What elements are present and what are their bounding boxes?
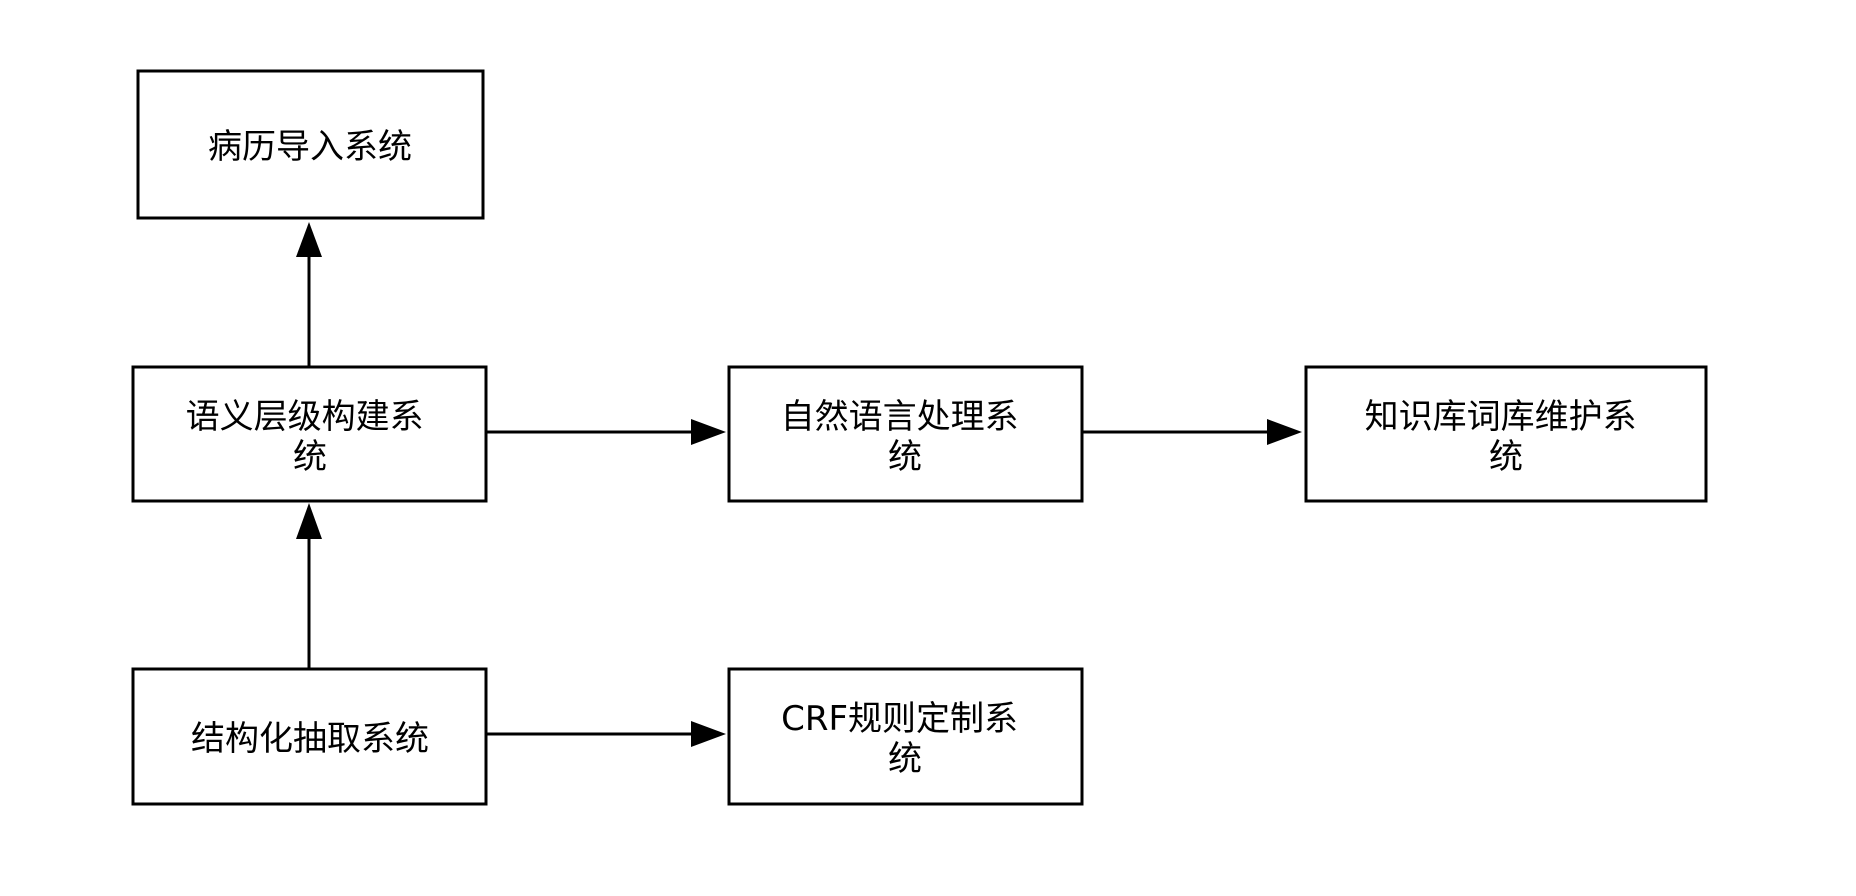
- node-kb-maintenance[interactable]: 知识库词库维护系 统: [1304, 365, 1708, 503]
- node-record-import-label: 病历导入系统: [208, 127, 412, 167]
- node-structured-extraction-label: 结构化抽取系统: [191, 719, 429, 759]
- node-crf-rules-label-line1: CRF规则定制系: [781, 699, 1018, 739]
- node-semantic-hierarchy-label: 语义层级构建系 统: [186, 397, 435, 477]
- node-crf-rules-label: CRF规则定制系 统: [781, 699, 1029, 779]
- node-structured-extraction[interactable]: 结构化抽取系统: [131, 667, 488, 806]
- node-nlp-label-line2: 统: [888, 437, 922, 477]
- node-crf-rules[interactable]: CRF规则定制系 统: [727, 667, 1084, 806]
- edge-extraction-to-crf: [486, 721, 726, 747]
- node-nlp-label-line1: 自然语言处理系: [781, 397, 1019, 437]
- node-semantic-hierarchy[interactable]: 语义层级构建系 统: [131, 365, 488, 503]
- node-semantic-hierarchy-label-line2: 统: [293, 437, 327, 477]
- edge-semantic-to-nlp: [486, 419, 726, 445]
- node-kb-maintenance-label-line1: 知识库词库维护系: [1365, 397, 1637, 437]
- edge-nlp-to-kb: [1081, 419, 1302, 445]
- node-kb-maintenance-label: 知识库词库维护系 统: [1365, 397, 1648, 477]
- edge-extraction-to-semantic: [296, 503, 322, 668]
- node-nlp[interactable]: 自然语言处理系 统: [727, 365, 1084, 503]
- node-semantic-hierarchy-label-line1: 语义层级构建系: [186, 397, 424, 437]
- node-kb-maintenance-label-line2: 统: [1489, 437, 1523, 477]
- node-record-import[interactable]: 病历导入系统: [136, 69, 485, 220]
- node-crf-rules-label-line2: 统: [888, 739, 922, 779]
- edge-semantic-to-import: [296, 222, 322, 368]
- node-nlp-label: 自然语言处理系 统: [781, 397, 1030, 477]
